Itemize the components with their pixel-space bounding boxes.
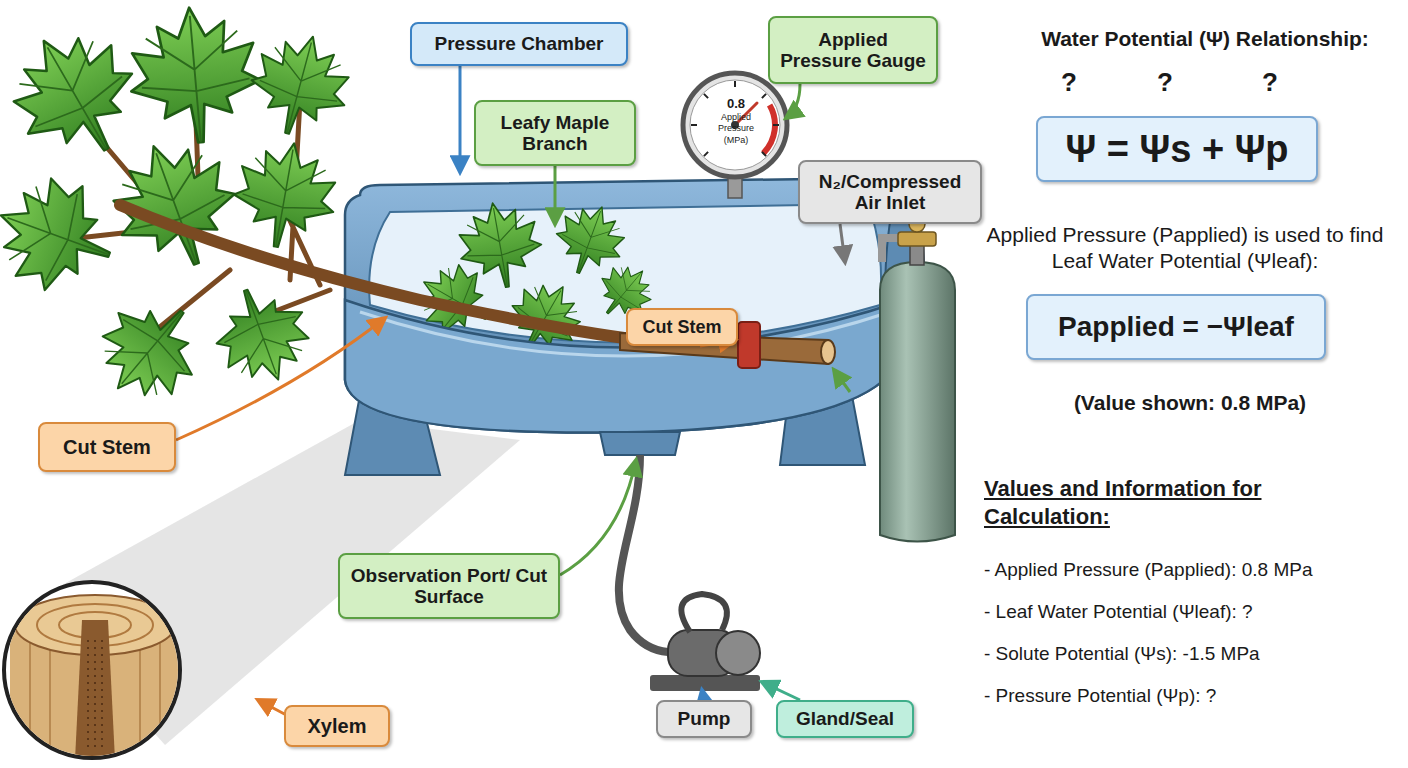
leader-arrow bbox=[786, 84, 800, 118]
pump-end bbox=[716, 631, 760, 675]
leader-arrow bbox=[702, 690, 704, 700]
callout-box: Observation Port/ Cut Surface bbox=[338, 553, 560, 619]
gland-seal bbox=[738, 322, 760, 368]
chamber-front-wall bbox=[345, 300, 905, 433]
callout-text: Pressure Chamber bbox=[435, 33, 604, 54]
gas-cylinder bbox=[880, 262, 955, 542]
value-item: - Applied Pressure (Papplied): 0.8 MPa bbox=[984, 558, 1404, 582]
callout-text: Pump bbox=[678, 708, 731, 729]
callout-text: Xylem bbox=[308, 715, 367, 737]
xylem-core bbox=[75, 620, 115, 760]
callout-text: Cut Stem bbox=[63, 436, 151, 458]
equation-box: Ψ = Ψs + Ψp bbox=[1036, 116, 1318, 182]
maple-leaf bbox=[125, 2, 266, 148]
callout-box: Cut Stem bbox=[38, 422, 176, 472]
equation-box: Papplied = −Ψleaf bbox=[1026, 294, 1326, 360]
section-heading: Water Potential (Ψ) Relationship: bbox=[1000, 26, 1408, 52]
maple-leaf bbox=[203, 275, 321, 395]
callout-text: N₂/Compressed Air Inlet bbox=[806, 171, 974, 214]
leader-arrow bbox=[554, 166, 557, 224]
observation-port bbox=[600, 432, 680, 455]
callout-text: Observation Port/ Cut Surface bbox=[346, 565, 552, 608]
leader-arrow bbox=[762, 682, 800, 700]
callout-box: Applied Pressure Gauge bbox=[768, 16, 938, 84]
callout-box: Pressure Chamber bbox=[410, 22, 628, 66]
section-heading: Values and Information for Calculation: bbox=[984, 475, 1329, 530]
maple-leaf bbox=[0, 163, 128, 306]
callout-text: Applied Pressure Gauge bbox=[776, 29, 930, 72]
gauge-ticks bbox=[691, 81, 779, 156]
gauge-unit: Applied Pressure (MPa) bbox=[708, 112, 764, 146]
callout-box: Gland/Seal bbox=[776, 700, 914, 738]
maple-leaf bbox=[226, 135, 344, 256]
pump-hose bbox=[619, 455, 668, 652]
leader-arrow bbox=[176, 318, 385, 440]
callout-box: Xylem bbox=[284, 705, 390, 747]
callout-box: Pump bbox=[656, 700, 752, 738]
gauge-red-zone bbox=[763, 105, 775, 153]
leader-arrow bbox=[840, 224, 845, 262]
pump-hose-loop bbox=[681, 594, 727, 632]
cylinder-neck bbox=[910, 245, 924, 265]
value-note: (Value shown: 0.8 MPa) bbox=[1000, 390, 1380, 416]
stem-cut-end bbox=[821, 340, 835, 364]
maple-leaf bbox=[0, 11, 158, 179]
equation-text: Ψ = Ψs + Ψp bbox=[1065, 128, 1288, 171]
maple-leaf bbox=[546, 196, 633, 285]
xylem-vessels bbox=[88, 640, 102, 750]
callout-box: Leafy Maple Branch bbox=[474, 100, 636, 166]
question-mark: ? bbox=[1151, 66, 1179, 99]
callout-text: Gland/Seal bbox=[796, 708, 894, 729]
question-mark: ? bbox=[1055, 66, 1083, 99]
leader-arrow bbox=[560, 460, 636, 575]
pressure-gauge bbox=[683, 73, 787, 177]
callout-box: Cut Stem bbox=[626, 308, 738, 346]
gauge-face bbox=[690, 80, 780, 170]
leader-arrow bbox=[459, 66, 462, 172]
leader-arrow bbox=[834, 370, 850, 392]
maple-leaf bbox=[81, 281, 219, 419]
gauge-value: 0.8 bbox=[718, 96, 754, 112]
value-item: - Solute Potential (Ψs): -1.5 MPa bbox=[984, 642, 1404, 666]
value-item: - Leaf Water Potential (Ψleaf): ? bbox=[984, 600, 1404, 624]
equation-text: Papplied = −Ψleaf bbox=[1058, 311, 1294, 342]
maple-leaf bbox=[241, 24, 360, 145]
question-mark: ? bbox=[1256, 66, 1284, 99]
wood-section bbox=[10, 595, 180, 760]
cylinder-valve bbox=[898, 232, 936, 246]
explanation-note: Applied Pressure (Papplied) is used to f… bbox=[975, 222, 1395, 275]
pump-base bbox=[650, 675, 760, 691]
callout-text: Leafy Maple Branch bbox=[482, 112, 628, 155]
callout-text: Cut Stem bbox=[642, 317, 721, 337]
value-item: - Pressure Potential (Ψp): ? bbox=[984, 684, 1404, 708]
callout-box: N₂/Compressed Air Inlet bbox=[798, 160, 982, 224]
